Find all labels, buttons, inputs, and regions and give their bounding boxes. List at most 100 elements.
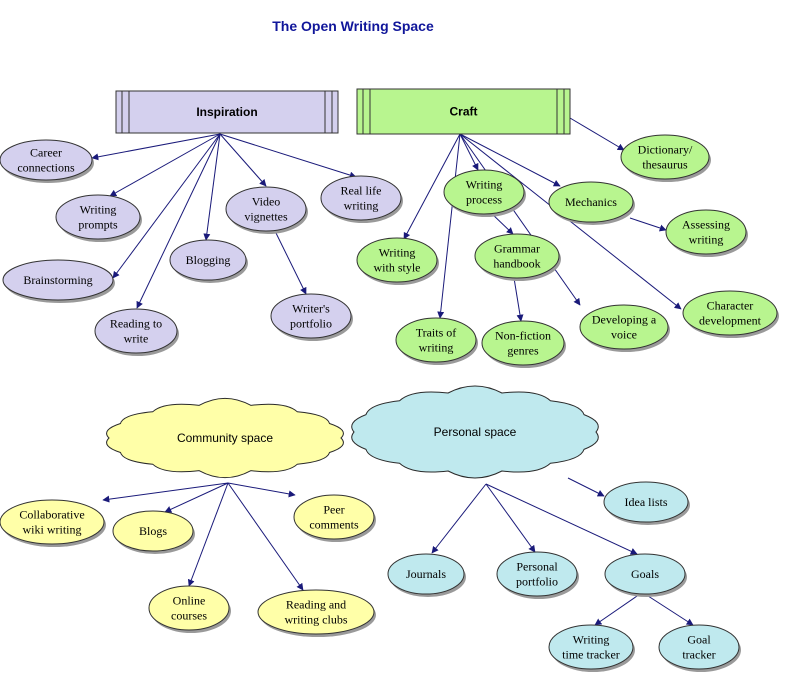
process-node[interactable]: [443, 169, 525, 215]
personal_p-label-1: portfolio: [516, 575, 558, 589]
timetracker-label-1: time tracker: [562, 648, 620, 662]
character-label-0: Character: [707, 299, 754, 313]
voice-node[interactable]: [579, 304, 669, 350]
assessing-label-1: writing: [689, 233, 724, 247]
wiki-node[interactable]: [0, 499, 105, 545]
blogging-node[interactable]: [169, 239, 247, 281]
connector-line: [485, 483, 536, 553]
career-label-1: connections: [17, 161, 75, 175]
connector-line: [459, 133, 479, 171]
mechanics-label-0: Mechanics: [565, 195, 617, 209]
personal_p-node[interactable]: [496, 551, 578, 597]
reading-node[interactable]: [94, 308, 178, 354]
mechanics-node[interactable]: [548, 181, 634, 223]
goaltracker-label-0: Goal: [687, 633, 711, 647]
connector-line: [403, 133, 461, 240]
wiki-label-1: wiki writing: [23, 523, 82, 537]
connector-line: [594, 593, 641, 626]
connector-line: [164, 482, 229, 513]
connector-line: [274, 230, 307, 295]
prompts-node[interactable]: [55, 194, 141, 240]
process-label-1: process: [466, 193, 502, 207]
idea-node[interactable]: [603, 481, 689, 523]
brainstorming-node[interactable]: [2, 259, 114, 301]
timetracker-label-0: Writing: [573, 633, 610, 647]
craft-box[interactable]: Craft: [356, 88, 571, 135]
blogs-node[interactable]: [112, 510, 194, 552]
connector-line: [459, 133, 561, 187]
reallife-label-1: writing: [344, 199, 379, 213]
connector-line: [513, 277, 524, 322]
style-label-1: with style: [374, 261, 421, 275]
process-label-0: Writing: [466, 178, 503, 192]
connector-line: [91, 133, 221, 161]
online-label-1: courses: [171, 609, 207, 623]
connector-line: [459, 133, 581, 306]
video-node[interactable]: [225, 186, 307, 232]
connector-line: [102, 482, 229, 503]
personal-cloud-label: Personal space: [434, 425, 517, 439]
community-space-cloud: [106, 397, 344, 479]
peer-node[interactable]: [293, 494, 375, 540]
connector-line: [112, 133, 221, 279]
career-node[interactable]: [0, 139, 93, 181]
assessing-label-0: Assessing: [682, 218, 730, 232]
peer-label-0: Peer: [323, 503, 344, 517]
journals-node[interactable]: [387, 553, 465, 595]
reallife-node[interactable]: [320, 175, 402, 221]
page-title: The Open Writing Space: [272, 18, 434, 34]
clubs-label-1: writing clubs: [285, 613, 348, 627]
connector-line: [227, 482, 296, 498]
portfolio_w-node[interactable]: [270, 293, 352, 339]
voice-label-0: Developing a: [592, 313, 657, 327]
traits-node[interactable]: [395, 317, 477, 363]
community-cloud-label: Community space: [177, 431, 273, 445]
grammar-label-1: handbook: [493, 257, 540, 271]
connector-line: [485, 483, 638, 555]
connector-line: [136, 133, 221, 309]
clubs-label-0: Reading and: [286, 598, 346, 612]
connector-line: [567, 477, 605, 497]
video-label-0: Video: [252, 195, 281, 209]
timetracker-node[interactable]: [548, 624, 634, 670]
dictionary-label-0: Dictionary/: [638, 143, 693, 157]
online-label-0: Online: [173, 594, 206, 608]
connector-line: [187, 482, 229, 587]
connector-line: [437, 133, 461, 319]
blogs-label-0: Blogs: [139, 524, 167, 538]
portfolio_w-label-0: Writer's: [292, 302, 330, 316]
personal_p-label-0: Personal: [516, 560, 558, 574]
video-label-1: vignettes: [244, 210, 288, 224]
reading-label-0: Reading to: [110, 317, 162, 331]
connector-line: [219, 133, 357, 179]
grammar-label-0: Grammar: [494, 242, 540, 256]
idea-label-0: Idea lists: [625, 495, 668, 509]
prompts-label-0: Writing: [80, 203, 117, 217]
traits-label-1: writing: [419, 341, 454, 355]
clubs-node[interactable]: [257, 589, 375, 635]
inspiration-box-label: Inspiration: [196, 105, 257, 119]
connector-line: [569, 117, 625, 151]
connector-line: [431, 483, 487, 554]
goals-node[interactable]: [604, 553, 686, 595]
blogging-label-0: Blogging: [186, 253, 231, 267]
craft-box-label: Craft: [449, 105, 477, 119]
online-node[interactable]: [148, 585, 230, 631]
reallife-label-0: Real life: [341, 184, 382, 198]
goaltracker-node[interactable]: [658, 624, 740, 670]
assessing-node[interactable]: [665, 209, 747, 255]
nonfiction-label-0: Non-fiction: [495, 329, 551, 343]
nonfiction-node[interactable]: [481, 320, 565, 366]
wiki-label-0: Collaborative: [19, 508, 84, 522]
reading-label-1: write: [124, 332, 149, 346]
connector-line: [203, 133, 221, 241]
inspiration-box[interactable]: Inspiration: [115, 90, 339, 134]
style-node[interactable]: [356, 237, 438, 283]
connector-line: [109, 133, 221, 197]
grammar-node[interactable]: [474, 233, 560, 279]
dictionary-node[interactable]: [620, 134, 710, 180]
connector-line: [644, 593, 694, 626]
character-node[interactable]: [682, 290, 778, 336]
